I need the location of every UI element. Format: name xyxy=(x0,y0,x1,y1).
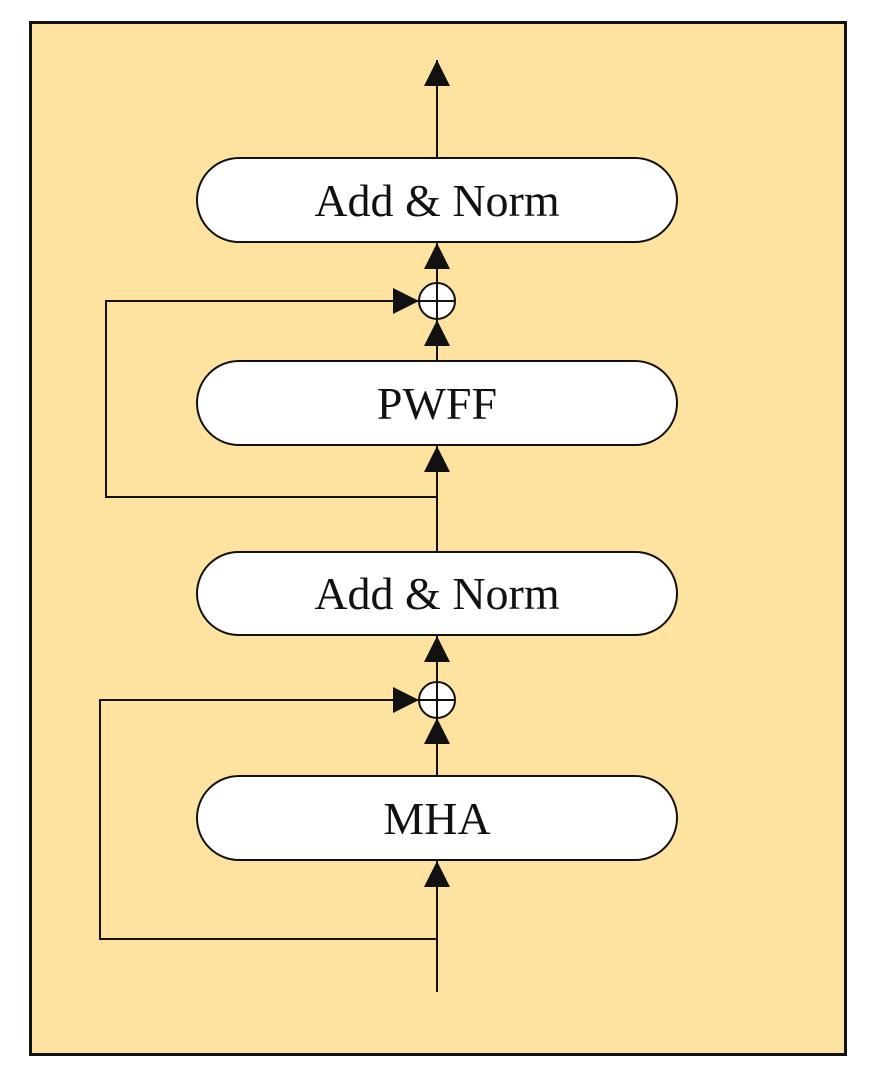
residual-connection-lower xyxy=(99,687,437,940)
add-node-upper xyxy=(418,282,456,320)
add-norm-block-middle: Add & Norm xyxy=(196,551,678,636)
pwff-block: PWFF xyxy=(196,360,678,446)
add-node-lower xyxy=(418,681,456,719)
add-norm-middle-label: Add & Norm xyxy=(314,568,560,619)
pwff-label: PWFF xyxy=(376,377,498,429)
add-norm-top-label: Add & Norm xyxy=(314,174,560,226)
mha-label: MHA xyxy=(383,792,491,844)
residual-connection-upper xyxy=(105,288,437,498)
mha-block: MHA xyxy=(196,775,678,861)
add-norm-block-top: Add & Norm xyxy=(196,157,678,243)
